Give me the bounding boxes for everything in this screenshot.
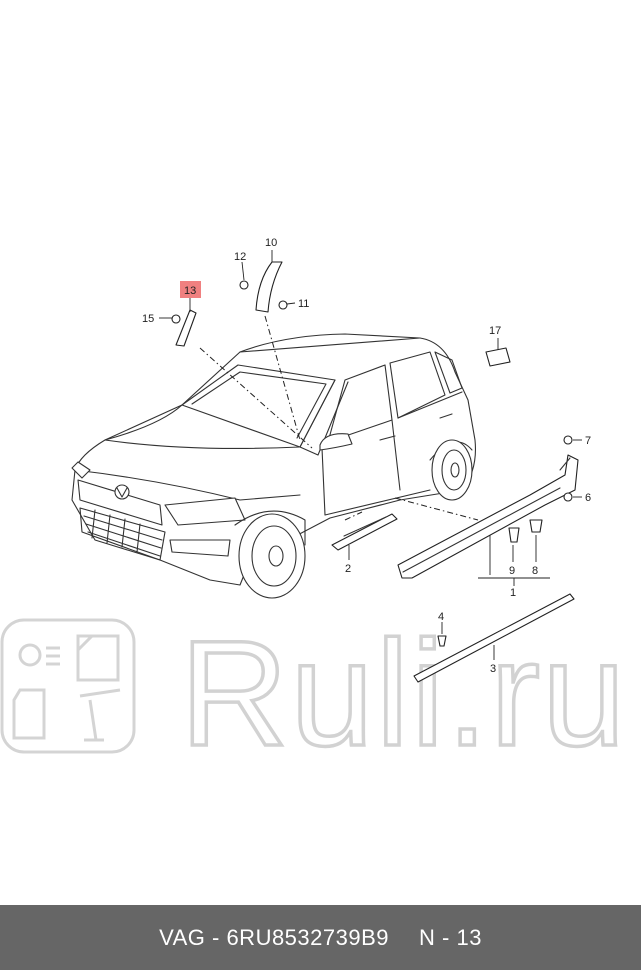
part-1-side-sill <box>397 454 579 579</box>
part-15-screw-icon <box>171 314 181 324</box>
parts-diagram: Ruli.ru <box>0 237 627 779</box>
part-4-clip-icon <box>437 635 447 647</box>
part-2-sill-strip <box>331 513 398 551</box>
footer-position: N - 13 <box>419 924 482 950</box>
callout-11: 11 <box>298 298 309 310</box>
part-6-clip-icon <box>563 492 573 502</box>
watermark: Ruli.ru <box>0 607 627 779</box>
callout-8: 8 <box>532 565 538 577</box>
part-10-pillar-trim <box>255 261 283 313</box>
callout-12: 12 <box>234 251 246 263</box>
watermark-logo-icon <box>0 618 136 754</box>
footer-bar: VAG - 6RU8532739B9 N - 13 <box>0 905 641 970</box>
callout-1: 1 <box>510 587 516 599</box>
callout-3: 3 <box>490 663 496 675</box>
part-7-screw-icon <box>563 435 573 445</box>
part-8-clip-icon <box>529 519 543 533</box>
watermark-text: Ruli.ru <box>180 609 627 777</box>
callout-13: 13 <box>184 285 196 297</box>
callout-15: 15 <box>142 313 154 325</box>
part-13-triangle-cover <box>175 309 197 347</box>
callout-10: 10 <box>265 237 277 249</box>
part-17-badge <box>485 347 511 367</box>
part-12-screw-icon <box>239 280 249 290</box>
callout-2: 2 <box>345 563 351 575</box>
leader-dashes <box>199 315 479 521</box>
part-9-clip-icon <box>508 527 520 543</box>
part-3-moulding-strip <box>413 593 575 683</box>
callout-leaders <box>159 250 582 660</box>
callout-4: 4 <box>438 611 444 623</box>
callout-6: 6 <box>585 492 591 504</box>
callout-7: 7 <box>585 435 591 447</box>
callout-13-highlight <box>180 281 201 298</box>
part-11-clip-icon <box>278 300 288 310</box>
callout-17: 17 <box>489 325 501 337</box>
footer-part-number: VAG - 6RU8532739B9 <box>159 924 390 950</box>
car-outline <box>71 333 477 599</box>
callout-labels: 13 15 10 12 11 17 7 6 2 9 8 1 4 3 <box>142 237 591 675</box>
callout-9: 9 <box>509 565 515 577</box>
